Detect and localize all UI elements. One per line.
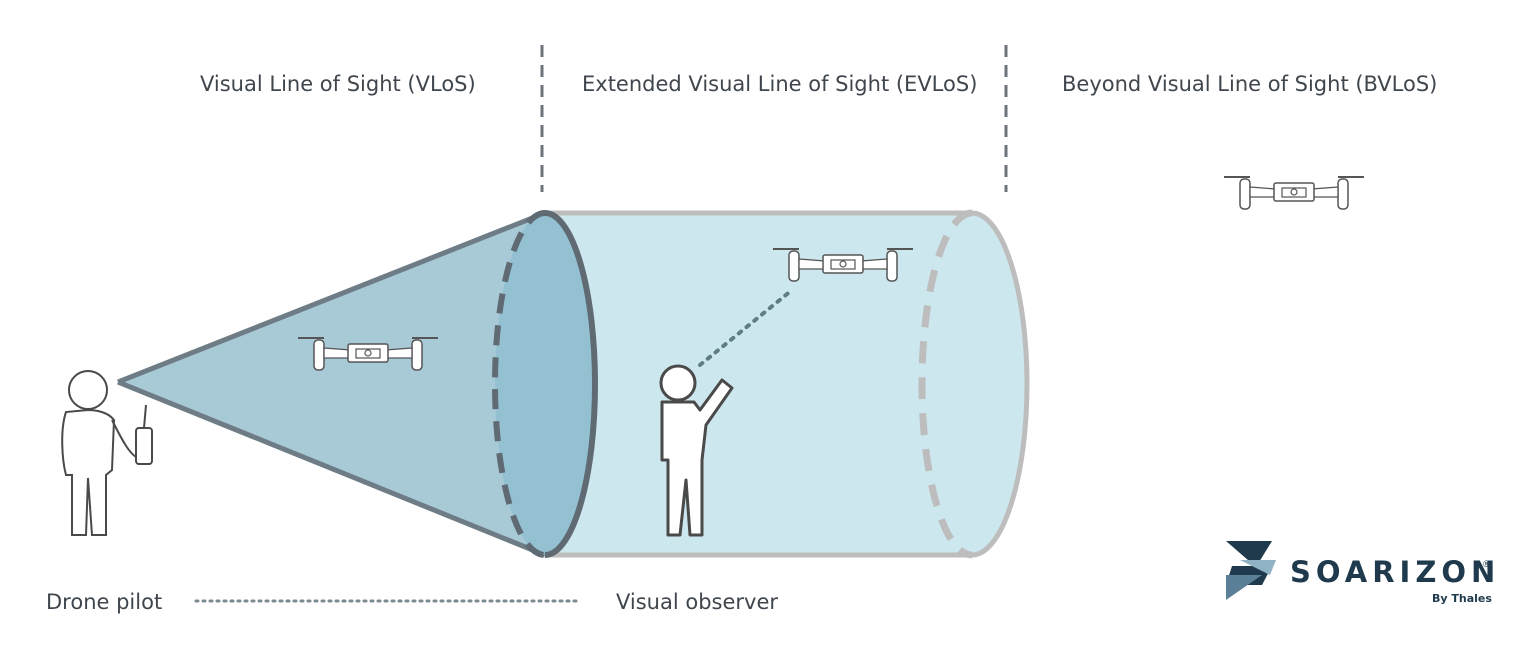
observer-figure-icon: [659, 364, 734, 537]
vlos-label: Visual Line of Sight (VLoS): [200, 72, 476, 96]
pilot-figure-icon: [61, 370, 153, 536]
tube-end-outline: [971, 210, 1030, 558]
tube-end-hidden-edge: [918, 209, 973, 559]
pilot-label: Drone pilot: [46, 590, 163, 614]
logo-tagline: By Thales: [1432, 592, 1492, 605]
evlos-label: Extended Visual Line of Sight (EVLoS): [582, 72, 978, 96]
bvlos-label: Beyond Visual Line of Sight (BVLoS): [1062, 72, 1438, 96]
observer-sightline: [698, 288, 794, 367]
observer-label: Visual observer: [616, 590, 779, 614]
logo-registered: ®: [1483, 559, 1490, 569]
cone-base-ellipse: [495, 213, 595, 555]
cone-base-front: [544, 210, 598, 558]
soarizon-logo-icon: [1226, 541, 1276, 600]
logo-name: SOARIZON: [1290, 555, 1501, 589]
evlos-tube: [545, 213, 1027, 555]
drone-icon: [1223, 176, 1365, 210]
vlos-cone: [118, 213, 595, 555]
